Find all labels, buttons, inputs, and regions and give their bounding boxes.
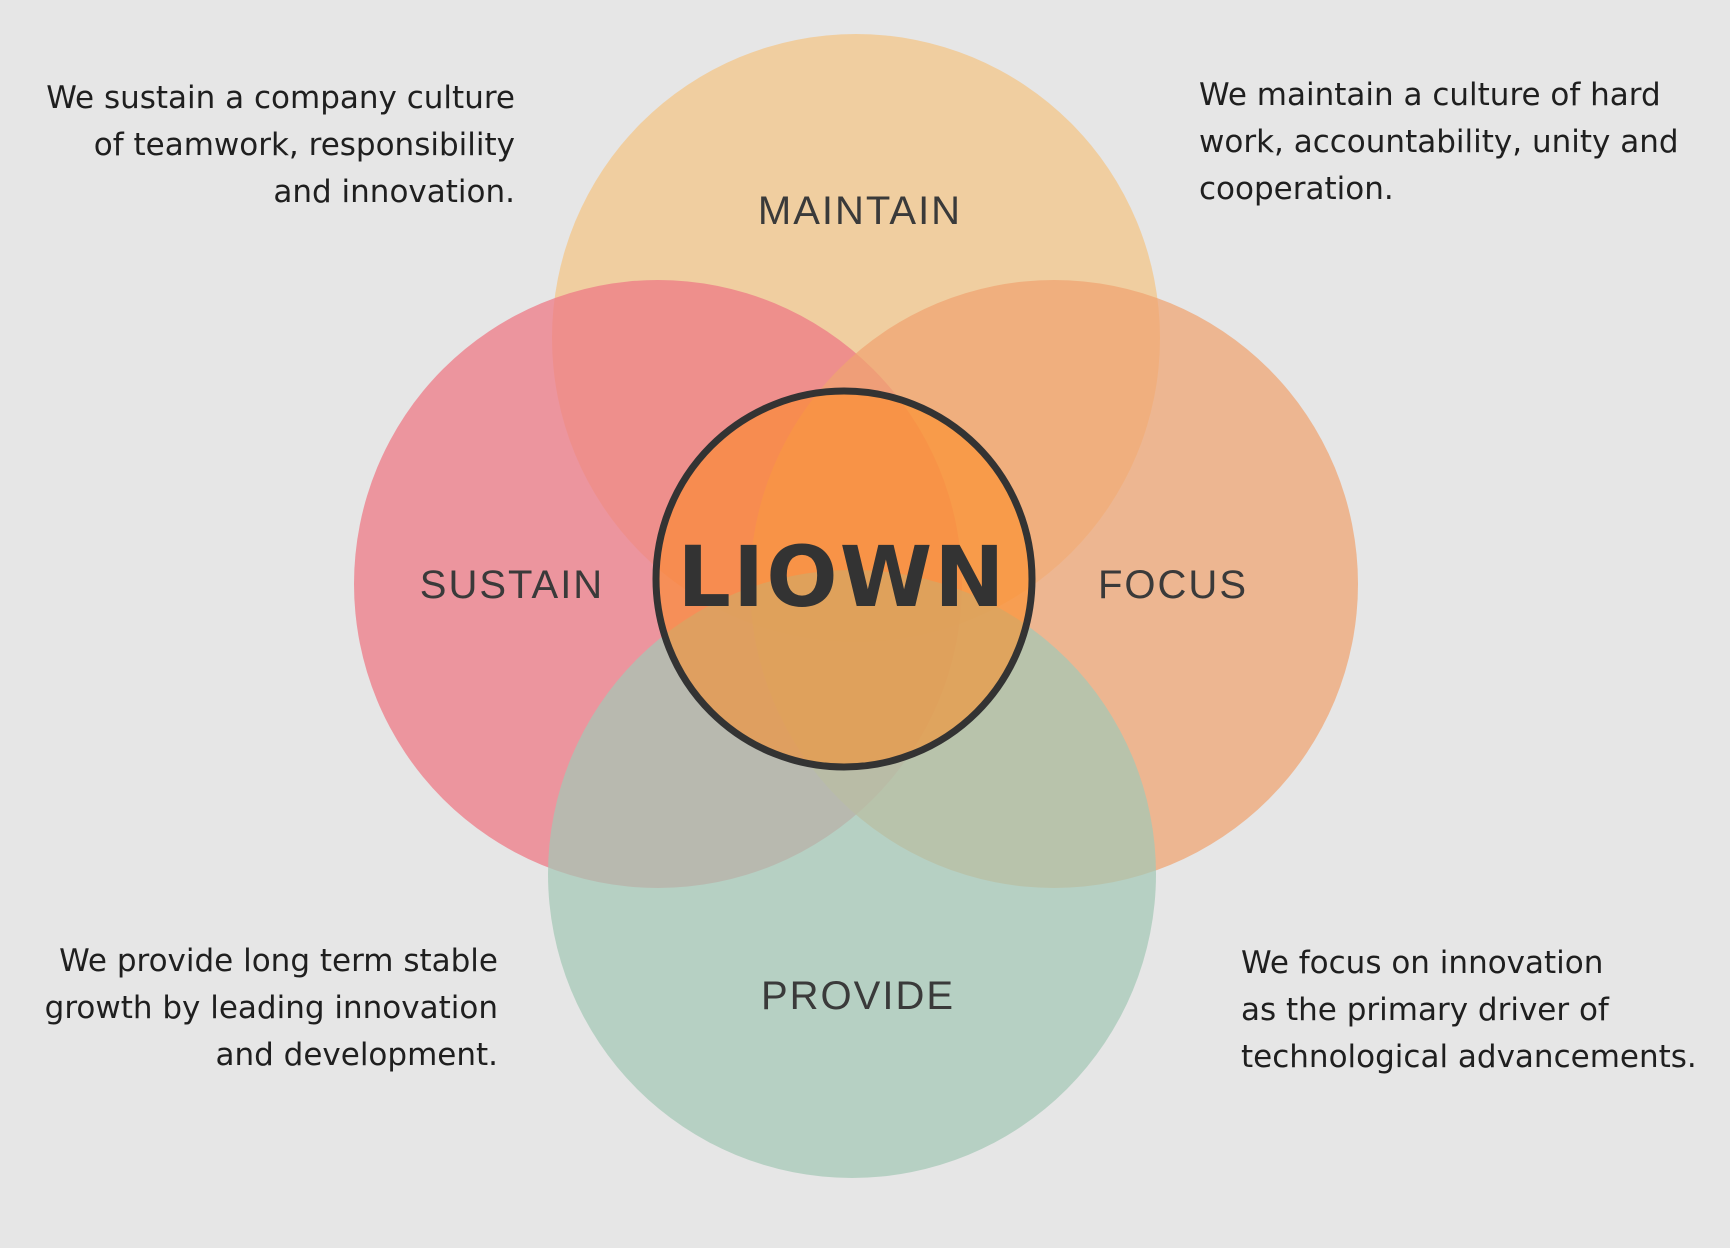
center-core: [656, 391, 1032, 767]
maintain-description: We maintain a culture of hard work, acco…: [1199, 77, 1679, 207]
sustain-description: We sustain a company culture of teamwork…: [46, 80, 515, 210]
provide-description: We provide long term stable growth by le…: [44, 943, 498, 1073]
center-logo-text: LIOWN: [677, 528, 1006, 626]
center-ring: [652, 387, 1036, 771]
sustain-label: SUSTAIN: [420, 563, 604, 607]
focus-label: FOCUS: [1098, 563, 1248, 607]
provide-circle: [548, 570, 1156, 1178]
focus-description: We focus on innovation as the primary dr…: [1241, 945, 1697, 1075]
maintain-label: MAINTAIN: [758, 189, 962, 233]
provide-label: PROVIDE: [761, 974, 955, 1018]
